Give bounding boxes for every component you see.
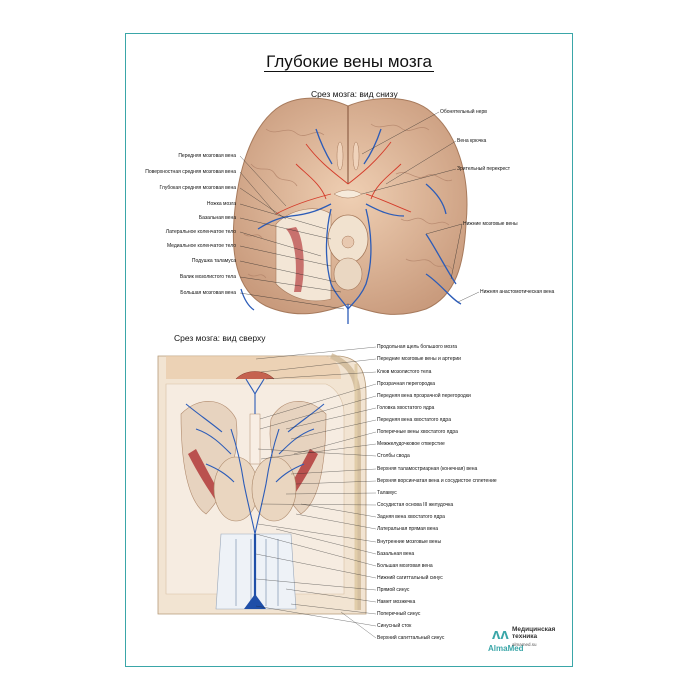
label-b-8: Межжелудочковое отверстие — [377, 441, 445, 447]
bottom-leader-lines — [255, 346, 377, 639]
label-b-12: Таламус — [377, 490, 397, 496]
label-b-11: Верхняя ворсинчатая вена и сосудистое сп… — [377, 478, 497, 484]
brain-superior-view — [157, 353, 367, 615]
label-b-6: Передняя вена хвостатого ядра — [377, 417, 451, 423]
page-title: Глубокие вены мозга — [264, 52, 434, 72]
label-basal-vein: Базальная вена — [198, 215, 236, 221]
label-b-19: Нижний сагиттальный синус — [377, 575, 443, 581]
bottom-view-subtitle: Срез мозга: вид сверху — [174, 333, 266, 343]
label-b-4: Передняя вена прозрачной перегородки — [377, 393, 471, 399]
label-uncal-vein: Вена крючка — [457, 138, 487, 144]
label-b-10: Верхняя таламостриарная (конечная) вена — [377, 466, 478, 472]
top-view-subtitle: Срез мозга: вид снизу — [311, 89, 398, 99]
label-b-20: Прямой синус — [377, 587, 410, 593]
logo-brand: AlmaMed — [488, 644, 524, 653]
label-b-17: Базальная вена — [377, 551, 415, 557]
label-cerebral-peduncle: Ножка мозга — [206, 201, 236, 207]
label-b-21: Намет мозжечка — [377, 599, 416, 605]
label-b-24: Верхний сагиттальный синус — [377, 635, 445, 641]
label-lateral-geniculate-body: Латеральное коленчатое тело — [165, 229, 236, 235]
label-inferior-anastomotic-vein: Нижняя анастомотическая вена — [480, 289, 555, 295]
label-deep-middle-cerebral-vein: Глубокая средняя мозговая вена — [159, 185, 236, 191]
label-olfactory-nerve: Обонятельный нерв — [440, 109, 487, 115]
logo-site: almamed.su — [512, 642, 537, 647]
label-b-9: Столбы свода — [377, 453, 410, 459]
label-b-15: Латеральная прямая вена — [377, 526, 439, 532]
label-b-3: Прозрачная перегородка — [377, 381, 436, 387]
top-leader-lines — [239, 111, 480, 310]
poster-frame: Глубокие вены мозга Срез мозга: вид сниз… — [125, 33, 573, 667]
label-b-22: Поперечный синус — [377, 611, 421, 617]
label-superficial-middle-cerebral-vein: Поверхностная средняя мозговая вена — [145, 169, 236, 175]
anatomy-illustration — [157, 97, 480, 639]
almamed-mark-icon: ʌʌ — [492, 626, 509, 643]
label-great-cerebral-vein: Большая мозговая вена — [180, 290, 236, 296]
label-b-13: Сосудистая основа III желудочка — [377, 502, 454, 508]
label-inferior-cerebral-veins: Нижние мозговые вены — [463, 221, 518, 227]
label-b-14: Задняя вена хвостатого ядра — [377, 514, 445, 520]
label-pulvinar: Подушка таламуса — [191, 258, 236, 264]
label-optic-chiasm: Зрительный перекрест — [457, 166, 511, 172]
brain-inferior-view — [232, 97, 468, 324]
label-anterior-cerebral-vein: Передняя мозговая вена — [178, 153, 236, 159]
label-b-18: Большая мозговая вена — [377, 563, 433, 569]
label-b-5: Головка хвостатого ядра — [377, 405, 435, 411]
label-b-1: Передние мозговые вены и артерии — [377, 356, 461, 362]
label-b-23: Синусный сток — [377, 623, 412, 629]
label-medial-geniculate-body: Медиальное коленчатое тело — [166, 243, 236, 249]
label-splenium: Валик мозолистого тела — [179, 274, 236, 280]
label-b-16: Внутренние мозговые вены — [377, 539, 442, 545]
label-b-7: Поперечные вены хвостатого ядра — [377, 429, 458, 435]
label-b-2: Клюв мозолистого тела — [377, 369, 432, 375]
label-b-0: Продольная щель большого мозга — [377, 344, 458, 350]
